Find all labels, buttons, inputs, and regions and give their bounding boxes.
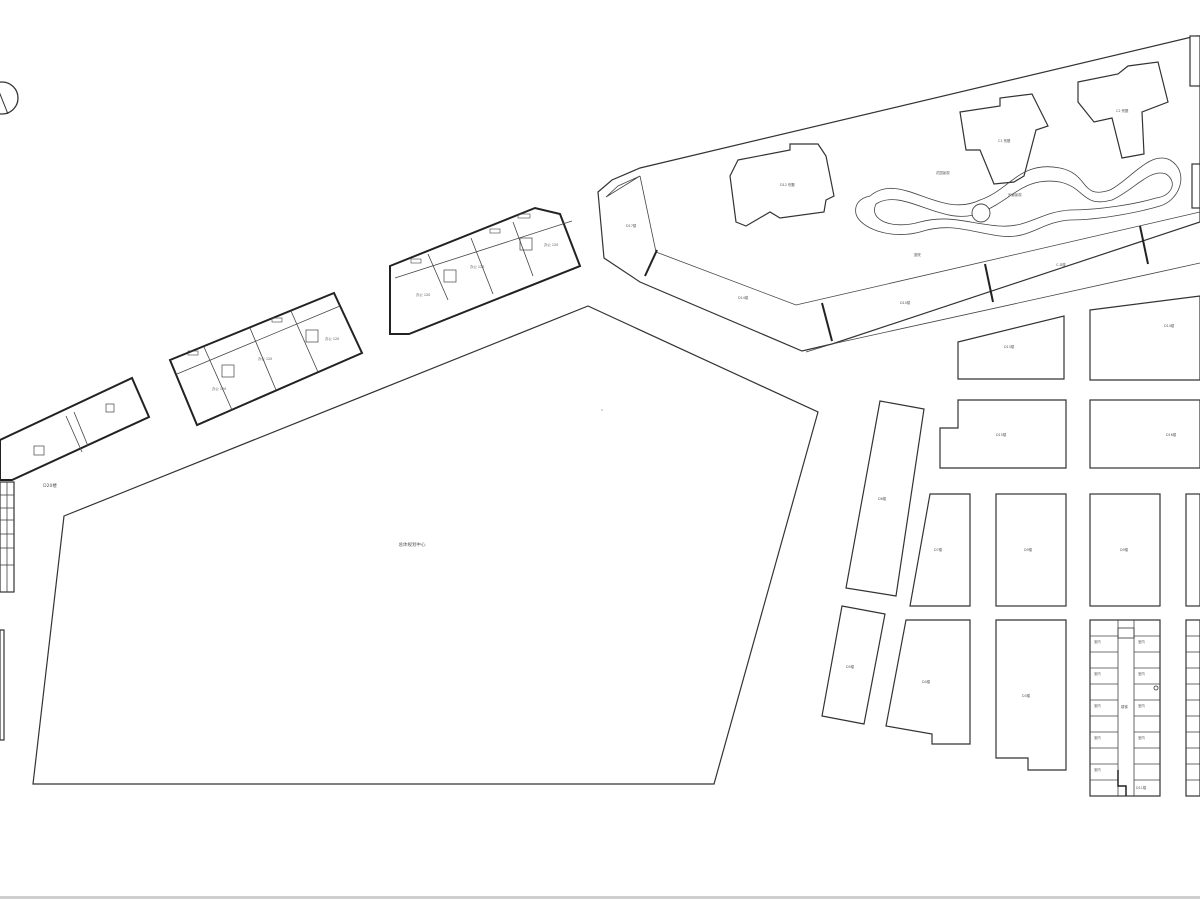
block-d9[interactable]: D9楼 bbox=[995, 493, 1067, 607]
building-row-west-unit-1: 办公 120 bbox=[212, 386, 226, 391]
block-d11-room-9: 室内 bbox=[1094, 767, 1101, 772]
central-plaza-block[interactable]: 总体规划中心 bbox=[32, 305, 819, 785]
block-d11-room-3: 室内 bbox=[1094, 671, 1101, 676]
building-d14-label: D14楼 bbox=[738, 295, 749, 300]
building-row-west-unit-3: 办公 120 bbox=[325, 336, 339, 341]
block-d13-label: D13楼 bbox=[1004, 344, 1015, 349]
block-d11-room-2: 室内 bbox=[1138, 639, 1145, 644]
building-row-middle-unit-3: 办公 120 bbox=[544, 242, 558, 247]
block-d7[interactable]: D7楼 bbox=[909, 493, 971, 607]
building-d10-label: D10楼 bbox=[900, 300, 911, 305]
block-d11-room-7: 室内 bbox=[1094, 735, 1101, 740]
block-d11-units[interactable]: 楼梯 室内 室内 室内 室内 室内 室内 室内 室内 室内 D11楼 bbox=[1089, 619, 1161, 797]
building-d20-label: D20楼 bbox=[43, 482, 57, 489]
block-d7-label: D7楼 bbox=[934, 547, 943, 552]
block-d16[interactable]: D16楼 bbox=[1089, 399, 1200, 469]
block-d4[interactable]: D4楼 bbox=[885, 619, 971, 745]
block-d4-label: D4楼 bbox=[922, 679, 931, 684]
block-d9b-label: D9楼 bbox=[1120, 547, 1129, 552]
path-label: 步道景观 bbox=[1008, 192, 1022, 197]
block-d9b[interactable]: D9楼 bbox=[1089, 493, 1161, 607]
block-d11-room-6: 室内 bbox=[1138, 703, 1145, 708]
block-d15[interactable]: D15楼 bbox=[939, 399, 1067, 469]
block-d3[interactable]: D3楼 bbox=[995, 619, 1067, 771]
villa-c-label: C2 别墅 bbox=[1116, 108, 1129, 113]
block-d5-label: D5楼 bbox=[846, 664, 855, 669]
bottom-scroll-edge bbox=[0, 896, 1200, 899]
villa-b-label: C1 别墅 bbox=[998, 138, 1011, 143]
block-d14r-label: D14楼 bbox=[1164, 323, 1175, 328]
yard-label: 庭院 bbox=[914, 252, 921, 257]
block-d11-room-1: 室内 bbox=[1094, 639, 1101, 644]
block-d3-label: D3楼 bbox=[1022, 693, 1031, 698]
building-cd-label: C-D楼 bbox=[1056, 262, 1066, 267]
block-d8-label: D8楼 bbox=[878, 496, 887, 501]
block-d16-label: D16楼 bbox=[1166, 432, 1177, 437]
building-d17-label: D17楼 bbox=[626, 223, 637, 228]
block-d11-room-5: 室内 bbox=[1094, 703, 1101, 708]
block-d11-room-4: 室内 bbox=[1138, 671, 1145, 676]
garden-label: 花园景观 bbox=[936, 170, 950, 175]
block-right-units[interactable] bbox=[1185, 619, 1200, 797]
block-d14r[interactable]: D14楼 bbox=[1089, 295, 1200, 381]
block-d5[interactable]: D5楼 bbox=[821, 605, 886, 725]
block-d13[interactable]: D13楼 bbox=[957, 315, 1065, 380]
building-row-middle-unit-1: 办公 120 bbox=[416, 292, 430, 297]
northeast-compound[interactable]: D17楼 D14楼 D10楼 C-D楼 庭院 D12 别墅 C1 别墅 C2 别… bbox=[597, 35, 1200, 353]
building-row-middle[interactable]: 办公 120 办公 120 办公 120 bbox=[389, 206, 582, 335]
left-edge-units[interactable] bbox=[0, 481, 15, 741]
block-d11-label: D11楼 bbox=[1136, 785, 1147, 790]
building-d20[interactable]: D20楼 bbox=[0, 376, 151, 489]
block-d8[interactable]: D8楼 bbox=[845, 400, 925, 597]
building-row-west[interactable]: 办公 120 办公 120 办公 120 bbox=[168, 291, 364, 427]
building-row-middle-unit-2: 办公 120 bbox=[470, 264, 484, 269]
block-d11-stairs-label: 楼梯 bbox=[1121, 704, 1128, 709]
block-d11-room-8: 室内 bbox=[1138, 735, 1145, 740]
building-row-west-unit-2: 办公 120 bbox=[258, 356, 272, 361]
block-d9-label: D9楼 bbox=[1024, 547, 1033, 552]
north-compass-icon bbox=[0, 81, 19, 115]
block-right-edge[interactable] bbox=[1185, 493, 1200, 607]
villa-a-label: D12 别墅 bbox=[780, 182, 795, 187]
central-plaza-label: 总体规划中心 bbox=[399, 541, 426, 548]
block-d15-label: D15楼 bbox=[996, 432, 1007, 437]
